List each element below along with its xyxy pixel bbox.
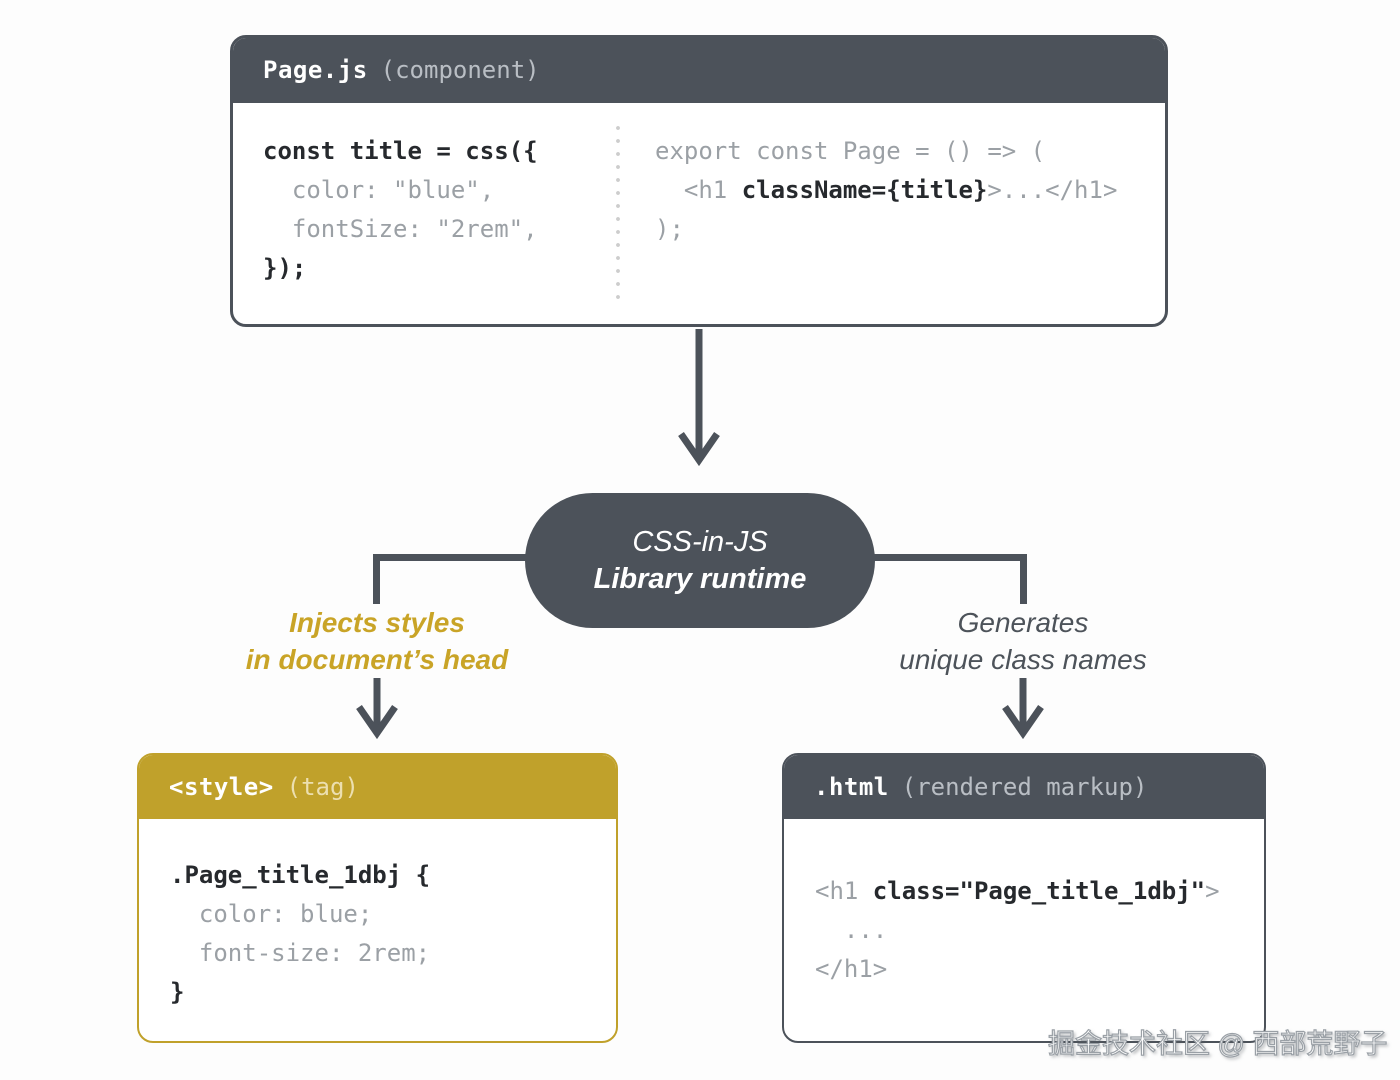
code-line: font-size: 2rem; <box>170 939 431 967</box>
injects-styles-label: Injects styles in document’s head <box>177 604 577 678</box>
code-line: export const Page = () => ( <box>655 137 1046 165</box>
rendered-html-box-title: .html <box>814 772 889 801</box>
page-js-code-area: const title = css({ color: "blue", fontS… <box>233 102 1165 302</box>
code-line: <h1 class="Page_title_1dbj"> <box>815 877 1220 905</box>
code-line: }); <box>263 254 307 282</box>
injects-styles-line1: Injects styles <box>289 607 465 638</box>
code-line: color: blue; <box>170 900 373 928</box>
connector-left-vertical <box>373 554 380 604</box>
code-line: } <box>170 978 185 1006</box>
arrow-component-to-runtime <box>677 329 721 473</box>
generates-classes-line2: unique class names <box>899 644 1147 675</box>
component-export-code: export const Page = () => ( <h1 classNam… <box>620 102 1165 302</box>
page-js-box-title: Page.js <box>263 56 368 84</box>
rendered-markup-code: <h1 class="Page_title_1dbj"> ... </h1> <box>784 818 1264 989</box>
arrow-to-html-markup <box>1001 678 1045 742</box>
css-object-code: const title = css({ color: "blue", fontS… <box>233 102 616 302</box>
rendered-html-box: .html (rendered markup) <h1 class="Page_… <box>782 753 1266 1043</box>
page-js-component-box: Page.js (component) const title = css({ … <box>230 35 1168 327</box>
page-js-box-subtitle: (component) <box>380 56 540 84</box>
generates-classes-line1: Generates <box>957 607 1089 638</box>
pill-line1: CSS-in-JS <box>632 525 768 558</box>
code-line: color: "blue", <box>263 176 495 204</box>
rendered-html-box-header: .html (rendered markup) <box>784 755 1264 819</box>
style-tag-box-title: <style> <box>169 772 274 801</box>
code-line: ); <box>655 215 684 243</box>
dotted-divider <box>616 126 620 302</box>
code-line: .Page_title_1dbj { <box>170 861 431 889</box>
code-line: const title = css({ <box>263 137 538 165</box>
generates-classes-label: Generates unique class names <box>823 604 1223 678</box>
code-line: ... <box>815 916 888 944</box>
connector-left-horizontal <box>377 554 527 561</box>
generated-css-code: .Page_title_1dbj { color: blue; font-siz… <box>139 818 616 1012</box>
css-in-js-runtime-pill: CSS-in-JS Library runtime <box>525 493 875 628</box>
style-tag-box-subtitle: (tag) <box>286 772 359 801</box>
page-js-box-header: Page.js (component) <box>233 38 1165 103</box>
watermark-text: 掘金技术社区 @ 西部荒野子 <box>1047 1028 1388 1059</box>
rendered-html-box-subtitle: (rendered markup) <box>901 772 1148 801</box>
connector-right-horizontal <box>873 554 1025 561</box>
connector-right-vertical <box>1020 554 1027 604</box>
code-line: <h1 className={title}>...</h1> <box>655 176 1118 204</box>
injects-styles-line2: in document’s head <box>245 644 509 675</box>
code-line: fontSize: "2rem", <box>263 215 538 243</box>
pill-line2: Library runtime <box>593 562 807 595</box>
style-tag-box: <style> (tag) .Page_title_1dbj { color: … <box>137 753 618 1043</box>
style-tag-box-header: <style> (tag) <box>139 755 616 819</box>
code-line: </h1> <box>815 955 888 983</box>
arrow-to-style-tag <box>355 678 399 742</box>
